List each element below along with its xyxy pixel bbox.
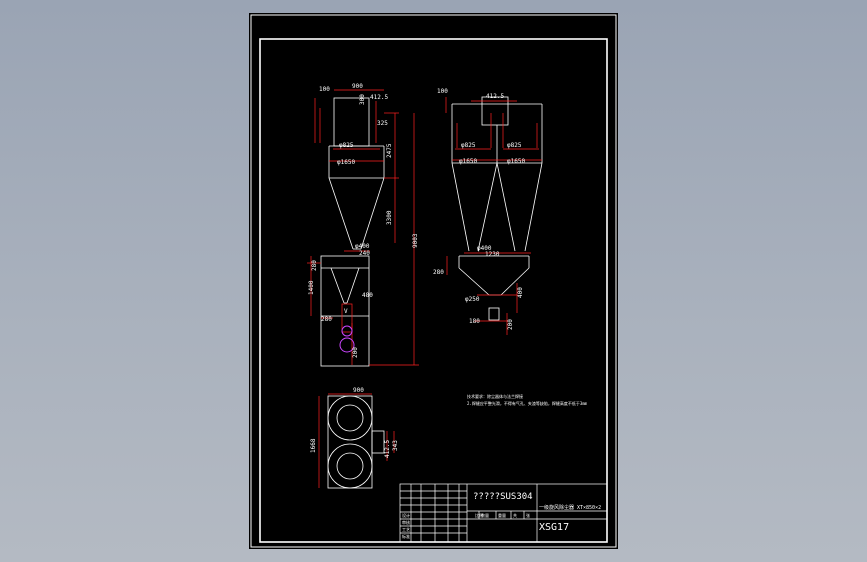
valve-body <box>488 307 500 321</box>
right-elevation-view <box>451 96 543 321</box>
hopper-cone-left <box>330 267 345 304</box>
title-block-frame <box>399 483 608 543</box>
outer-frame <box>250 14 617 548</box>
material-title: ?????SUS304 <box>473 492 533 502</box>
dim-inlet-h: 300 <box>359 94 366 105</box>
title-block-text: ?????SUS304 一级旋风除尘器 XT×850×2 XSG17 比例 数量… <box>402 492 601 539</box>
r-dim-outer-left: φ1650 <box>459 158 477 165</box>
hopper-cone-right <box>500 267 530 296</box>
right-dimension-lines <box>445 97 542 335</box>
dim-cone-bottom-2: 240 <box>359 250 370 257</box>
plan-dim-height: 1668 <box>310 438 317 453</box>
note-line-1: 技术要求：除尘器体与法兰焊接 <box>467 393 523 399</box>
r-dim-cone-bottom: φ400 <box>477 245 492 252</box>
cone1-right <box>477 162 498 252</box>
plan-outline <box>327 395 373 489</box>
plan-cylinder-bottom-inner <box>336 452 364 480</box>
dim-cyl-h: 2475 <box>386 143 393 158</box>
r-dim-side-h: 280 <box>433 269 444 276</box>
qty-label: 数量 <box>481 512 489 518</box>
r-dim-valve-h: 400 <box>517 287 524 298</box>
left-elevation-view <box>320 97 385 367</box>
dim-hopper-h: 1400 <box>308 280 315 295</box>
plan-dim-width: 900 <box>353 387 364 394</box>
dim-inner-dia: φ825 <box>339 142 354 149</box>
r-dim-dia-right: φ825 <box>507 142 522 149</box>
dim-hopper-top: 280 <box>311 260 318 271</box>
hopper-cone-right <box>346 267 360 304</box>
plan-cylinder-top-outer <box>327 395 373 441</box>
hopper-box <box>320 255 370 367</box>
title-block <box>399 483 608 543</box>
drawing-canvas: 900 100 412.5 300 325 2475 3300 9003 φ82… <box>250 14 617 548</box>
product-name: 一级旋风除尘器 XT×850×2 <box>539 504 601 511</box>
dim-inlet-w: 325 <box>377 120 388 127</box>
plan-cylinder-top-inner <box>336 404 364 432</box>
dim-valve-w: 280 <box>321 316 332 323</box>
outlet-box <box>481 96 509 126</box>
r-dim-outer-right: φ1650 <box>507 158 525 165</box>
technical-notes: 技术要求：除尘器体与法兰焊接 2.焊缝应平整光滑，不得有气孔、夹渣等缺陷，焊缝高… <box>467 393 588 406</box>
r-dim-valve-dia: φ250 <box>465 296 480 303</box>
dim-top-width: 900 <box>352 83 363 90</box>
valve-label: V <box>344 308 348 315</box>
r-dim-top-offset: 100 <box>437 88 448 95</box>
r-dim-dia-left: φ825 <box>461 142 476 149</box>
cone-left <box>328 177 354 250</box>
sheet-label: 张 <box>526 512 530 518</box>
drawing-number: XSG17 <box>539 522 569 533</box>
cone-right <box>360 177 385 250</box>
dim-hopper-side: 480 <box>362 292 373 299</box>
hopper-cone-left <box>458 267 490 296</box>
plan-outlet <box>371 430 385 454</box>
row-design: 设计 <box>402 512 410 518</box>
plan-dim-outlet-w: 412.5 <box>384 440 391 458</box>
cone1-left <box>451 162 470 252</box>
dim-outlet: 412.5 <box>370 94 388 101</box>
right-dimension-text: 100 412.5 φ825 φ825 φ1650 φ1650 φ400 123… <box>433 88 525 330</box>
note-line-2: 2.焊缝应平整光滑，不得有气孔、夹渣等缺陷，焊缝高度不低于3mm <box>467 400 588 406</box>
plan-dimension-lines <box>318 393 395 488</box>
left-valve <box>339 325 355 353</box>
scale-label: 比例 <box>475 512 483 518</box>
dim-total-h: 9003 <box>412 233 419 248</box>
plan-dim-outlet-h: 343 <box>392 440 399 451</box>
row-review: 审核 <box>402 519 410 525</box>
row-process: 工艺 <box>402 527 410 532</box>
dim-top-offset: 100 <box>319 86 330 93</box>
plan-cylinder-bottom-outer <box>327 443 373 489</box>
plan-view <box>327 395 385 489</box>
r-dim-valve-w: 180 <box>469 318 480 325</box>
left-dimension-text: 900 100 412.5 300 325 2475 3300 9003 φ82… <box>308 83 419 358</box>
r-dim-valve-len: 200 <box>507 319 514 330</box>
drawing-sheet: 900 100 412.5 300 325 2475 3300 9003 φ82… <box>249 13 618 549</box>
cone2-right <box>524 162 543 252</box>
left-dimension-lines <box>307 89 419 366</box>
dim-cone-h: 3300 <box>386 210 393 225</box>
r-dim-outlet: 412.5 <box>486 93 504 100</box>
dim-cone-bottom: φ400 <box>355 243 370 250</box>
valve-circle-upper <box>341 325 353 337</box>
dim-valve-h: 200 <box>352 347 359 358</box>
dim-outer-dia: φ1650 <box>337 159 355 166</box>
r-dim-cone-span: 1230 <box>485 251 500 258</box>
total-label: 共 <box>513 512 517 518</box>
weight-label: 重量 <box>498 512 506 518</box>
plan-dimension-text: 900 1668 412.5 343 <box>310 387 399 458</box>
row-standard: 标准 <box>402 533 410 539</box>
cone2-left <box>496 162 516 252</box>
valve-circle-lower <box>339 337 355 353</box>
